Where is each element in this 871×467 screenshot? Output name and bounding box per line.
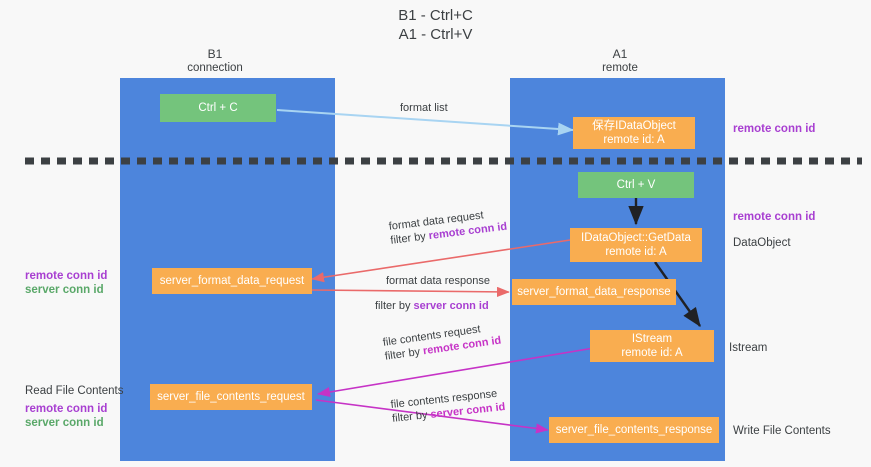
node-idataobject-getdata[interactable]: IDataObject::GetData remote id: A [570,228,702,262]
edge-label-file-contents-request: file contents request filter by remote c… [382,320,502,364]
diagram-title: B1 - Ctrl+C A1 - Ctrl+V [0,6,871,44]
node-ctrl-v-label: Ctrl + V [616,179,656,191]
node-istream-line1: IStream [631,333,673,345]
edge-label-format-list: format list [400,102,448,114]
node-istream[interactable]: IStream remote id: A [590,330,714,362]
node-save-idataobject[interactable]: 保存IDataObject remote id: A [573,117,695,149]
node-server-file-contents-request-label: server_file_contents_request [157,391,305,403]
node-server-file-contents-response-label: server_file_contents_response [555,424,713,436]
edge-label-format-data-response-filter-key: server conn id [413,300,489,312]
node-server-file-contents-request[interactable]: server_file_contents_request [150,384,312,410]
edge-label-format-data-response-filter: filter by server conn id [375,299,489,313]
node-save-idataobject-line2: remote id: A [603,134,665,146]
side-label-left-server-conn-id-bottom: server conn id [25,417,104,429]
edge-label-format-data-request-filter-prefix: filter by [389,230,430,247]
side-label-right-top-remote-conn-id: remote conn id [733,123,816,135]
column-header-left-role: connection [187,62,243,74]
node-istream-line2: remote id: A [621,347,683,359]
edge-label-file-contents-response: file contents response filter by server … [390,386,506,426]
side-label-right-mid-remote-conn-id: remote conn id [733,211,816,223]
edge-label-format-data-response: format data response [386,275,490,287]
title-line-1: B1 - Ctrl+C [398,7,473,24]
edge-label-file-contents-request-filter-prefix: filter by [384,345,424,363]
node-ctrl-c[interactable]: Ctrl + C [160,94,276,122]
column-header-left: B1 connection [145,47,285,75]
side-label-right-write-file-contents: Write File Contents [733,425,831,437]
side-label-left-remote-conn-id-bottom: remote conn id [25,403,108,415]
title-line-2: A1 - Ctrl+V [398,26,473,43]
node-server-format-data-response[interactable]: server_format_data_response [512,279,676,305]
column-header-right-role: remote [602,62,638,74]
column-header-left-name: B1 [207,47,223,61]
column-header-right-name: A1 [612,47,628,61]
edge-label-file-contents-response-filter-prefix: filter by [391,408,432,425]
node-server-format-data-request-label: server_format_data_request [159,275,305,287]
edge-label-format-data-response-filter-prefix: filter by [375,300,414,312]
arrow-format-data-response [311,286,510,297]
node-server-format-data-request[interactable]: server_format_data_request [152,268,312,294]
side-label-left-remote-conn-id-mid: remote conn id [25,270,108,282]
node-server-format-data-response-label: server_format_data_response [517,286,671,298]
column-header-right: A1 remote [550,47,690,75]
edge-label-format-data-request: format data request filter by remote con… [388,206,508,248]
node-save-idataobject-line1: 保存IDataObject [592,120,676,132]
node-getdata-line2: remote id: A [605,246,667,258]
side-label-right-istream: Istream [729,342,768,354]
node-getdata-line1: IDataObject::GetData [581,232,691,244]
node-ctrl-c-label: Ctrl + C [198,102,238,114]
side-label-right-dataobject: DataObject [733,237,791,249]
side-label-left-server-conn-id-mid: server conn id [25,284,104,296]
side-label-left-read-file-contents: Read File Contents [25,385,124,397]
node-ctrl-v[interactable]: Ctrl + V [578,172,694,198]
node-server-file-contents-response[interactable]: server_file_contents_response [549,417,719,443]
